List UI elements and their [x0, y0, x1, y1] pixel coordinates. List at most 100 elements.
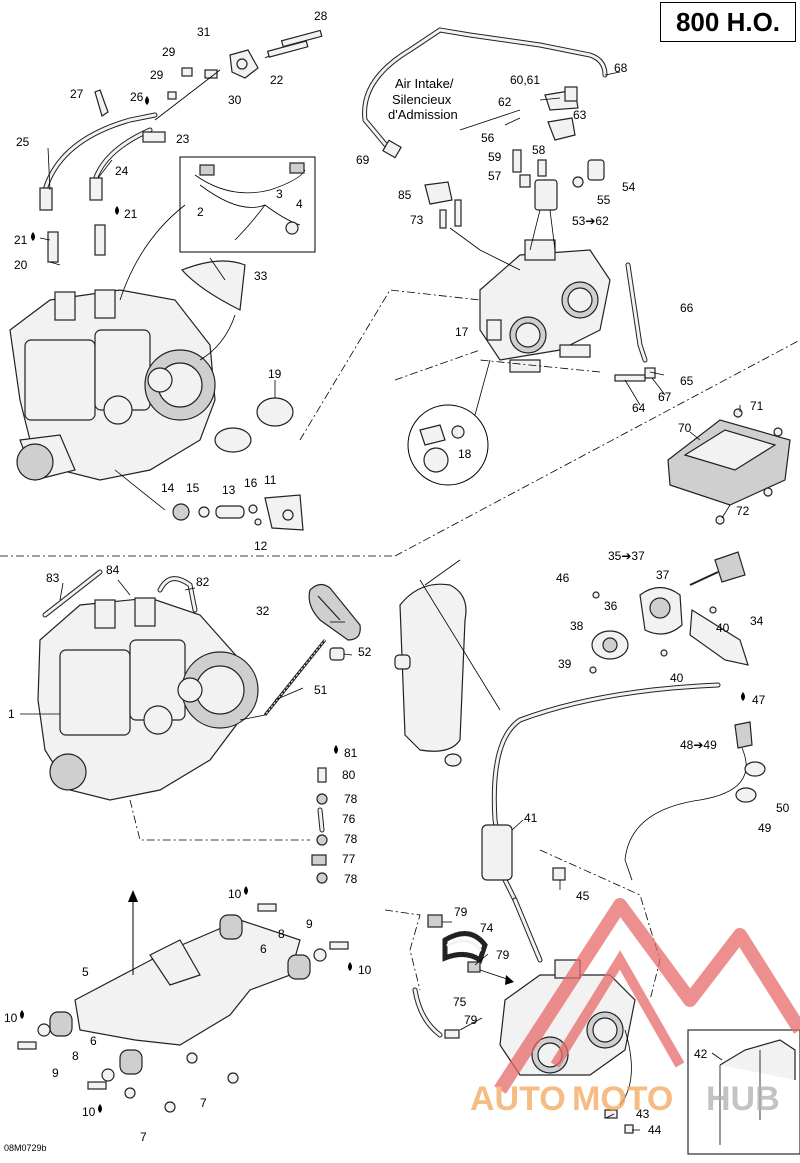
link-line-1 — [299, 289, 481, 441]
detail-circle-18 — [407, 359, 491, 486]
callout-6a: 6 — [260, 942, 267, 956]
callout-79b: 79 — [496, 948, 510, 962]
callout-9b: 9 — [52, 1066, 59, 1080]
callout-12: 12 — [254, 539, 268, 553]
annotation-line-3: d'Admission — [388, 107, 458, 122]
vent-hoses-lower — [384, 909, 514, 1039]
callout-51: 51 — [314, 683, 328, 697]
droplet-icon — [98, 1104, 102, 1113]
section-divider-right — [394, 339, 800, 557]
callout-10d: 10 — [82, 1105, 96, 1119]
callout-40a: 40 — [716, 621, 730, 635]
droplet-icon — [20, 1010, 24, 1019]
callout-60-61: 60,61 — [510, 73, 540, 87]
callout-62: 62 — [498, 95, 512, 109]
oil-fittings-top — [142, 29, 323, 143]
callout-10c: 10 — [4, 1011, 18, 1025]
callout-84: 84 — [106, 563, 120, 577]
leader-lines — [39, 71, 741, 1131]
callout-78a: 78 — [344, 792, 358, 806]
callout-50: 50 — [776, 801, 790, 815]
callout-66: 66 — [680, 301, 694, 315]
callout-28: 28 — [314, 9, 328, 23]
callout-73: 73 — [410, 213, 424, 227]
callout-34: 34 — [750, 614, 764, 628]
callout-75: 75 — [453, 995, 467, 1009]
lubricant-droplet-icons — [20, 96, 745, 1113]
throttle-body-top — [479, 239, 611, 373]
droplet-icon — [348, 962, 352, 971]
model-label: 800 H.O. — [660, 2, 796, 42]
callout-68: 68 — [614, 61, 628, 75]
callout-41: 41 — [524, 811, 538, 825]
callout-72: 72 — [736, 504, 750, 518]
callout-70: 70 — [678, 421, 692, 435]
callout-78c: 78 — [344, 872, 358, 886]
engine-bottom — [20, 569, 259, 801]
callout-76: 76 — [342, 812, 356, 826]
watermark-logo: AUTO MOTO HUB — [470, 898, 800, 1118]
callout-21a: 21 — [14, 233, 28, 247]
callout-24: 24 — [115, 164, 129, 178]
callout-59: 59 — [488, 150, 502, 164]
clip-27 — [94, 89, 109, 117]
callout-27: 27 — [70, 87, 84, 101]
wiring-harness-inset — [119, 156, 316, 301]
callout-56: 56 — [481, 131, 495, 145]
link-line-2 — [394, 349, 481, 381]
callout-77: 77 — [342, 852, 356, 866]
callout-26: 26 — [130, 90, 144, 104]
recoil-starter — [239, 583, 361, 721]
callout-48-49: 48➔49 — [680, 738, 717, 752]
droplet-icon — [115, 206, 119, 215]
callout-63: 63 — [573, 108, 587, 122]
callout-17: 17 — [455, 325, 469, 339]
callout-53-62: 53➔62 — [572, 214, 609, 228]
callout-3: 3 — [276, 187, 283, 201]
callout-32: 32 — [256, 604, 270, 618]
callout-23: 23 — [176, 132, 190, 146]
callout-16: 16 — [244, 476, 258, 490]
callout-8a: 8 — [278, 927, 285, 941]
callout-82: 82 — [196, 575, 210, 589]
callout-74: 74 — [480, 921, 494, 935]
cable-bracket-42 — [604, 1029, 800, 1155]
callout-18: 18 — [458, 447, 472, 461]
droplet-icon — [244, 886, 248, 895]
fuel-rail-parts — [504, 86, 605, 251]
clamps-19 — [214, 397, 294, 453]
callout-69: 69 — [356, 153, 370, 167]
annotation-line-2: Silencieux — [392, 92, 452, 107]
callout-6b: 6 — [90, 1034, 97, 1048]
callout-64: 64 — [632, 401, 646, 415]
callout-1: 1 — [8, 707, 15, 721]
callout-40b: 40 — [670, 671, 684, 685]
callout-65: 65 — [680, 374, 694, 388]
callout-4: 4 — [296, 197, 303, 211]
callout-25: 25 — [16, 135, 30, 149]
droplet-icon — [145, 96, 149, 105]
callout-7a: 7 — [200, 1096, 207, 1110]
droplet-icon — [334, 745, 338, 754]
callout-45: 45 — [576, 889, 590, 903]
heat-shield — [180, 260, 246, 311]
ecu-module — [667, 408, 791, 525]
sensor-85 — [424, 181, 521, 271]
air-intake-hose — [362, 27, 608, 159]
callout-2: 2 — [197, 205, 204, 219]
callout-19: 19 — [268, 367, 282, 381]
svg-text:MOTO: MOTO — [572, 1080, 673, 1118]
callout-81: 81 — [344, 746, 358, 760]
callout-29b: 29 — [150, 68, 164, 82]
svg-text:HUB: HUB — [706, 1080, 780, 1118]
callout-52: 52 — [358, 645, 372, 659]
callout-29a: 29 — [162, 45, 176, 59]
callout-55: 55 — [597, 193, 611, 207]
callout-42: 42 — [694, 1047, 708, 1061]
annotation-line-1: Air Intake/ — [395, 76, 454, 91]
callout-5: 5 — [82, 965, 89, 979]
callout-43: 43 — [636, 1107, 650, 1121]
callout-7b: 7 — [140, 1130, 147, 1144]
callout-46: 46 — [556, 571, 570, 585]
